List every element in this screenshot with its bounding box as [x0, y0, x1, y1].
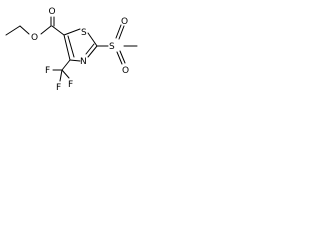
bond-ethyl-ch2-o	[19, 25, 30, 35]
atom-n-ring: N	[80, 57, 87, 67]
bond-c4-c5-b	[67, 35, 75, 58]
bond-carbonyl-c-c5	[51, 25, 65, 36]
atom-f-left: F	[45, 66, 50, 76]
bond-c2-n3-b	[85, 43, 95, 55]
bond-n3-c4	[69, 59, 81, 62]
bond-s1-c2	[87, 32, 98, 47]
structure-diagram: O O S N S O O F F F	[5, 7, 138, 93]
atom-s-ring: S	[81, 28, 87, 38]
bond-sulfonyl-o-lower-b	[119, 50, 126, 64]
atom-f-bottom: F	[56, 83, 61, 93]
bond-c5-s1	[63, 28, 81, 36]
bond-ethyl-ch3-ch2	[5, 25, 21, 36]
atom-o-upper: O	[49, 7, 56, 17]
bond-o-carbonyl-c	[40, 25, 52, 35]
bond-cf3-f-right	[61, 69, 70, 79]
bond-sulfonyl-o-lower-a	[116, 51, 123, 65]
atom-s-sulfonyl: S	[109, 42, 115, 52]
bond-sulfonyl-o-upper-b	[115, 24, 122, 39]
atom-o-sulfonyl-upper: O	[121, 17, 128, 27]
atom-o-ester: O	[31, 33, 38, 43]
atom-f-right: F	[68, 80, 73, 90]
bond-c4-cf3	[61, 59, 71, 71]
bond-cf3-f-bottom	[59, 69, 63, 82]
bond-c4-c5-a	[63, 34, 71, 61]
bond-c2-n3-a	[87, 45, 98, 58]
atom-o-sulfonyl-lower: O	[122, 66, 129, 76]
bond-sulfonyl-o-upper-a	[118, 25, 125, 40]
